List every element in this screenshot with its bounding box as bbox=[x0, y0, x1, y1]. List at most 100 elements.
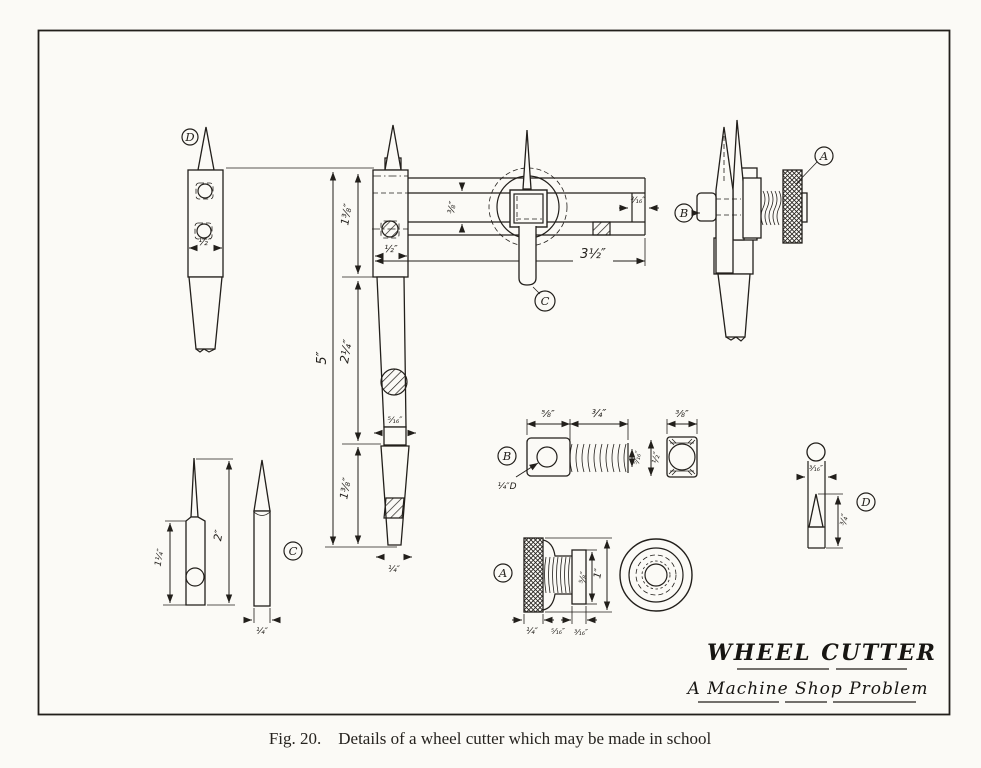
part-label-a: A bbox=[819, 149, 828, 163]
dim-overall-length: 5″ bbox=[315, 351, 330, 364]
dim-slot-height: ⅜″ bbox=[446, 200, 459, 215]
slide-block bbox=[509, 189, 548, 228]
shank-lower-taper bbox=[380, 445, 410, 546]
flange bbox=[571, 549, 587, 605]
thread-lines bbox=[544, 556, 571, 594]
hidden-square-hole bbox=[195, 182, 214, 200]
thread-lines bbox=[760, 190, 782, 226]
dim-thread-dia: ⁵⁄₁₆″ bbox=[632, 450, 643, 465]
dim-pin-width: ³⁄₁₆″ bbox=[809, 464, 823, 473]
point-shank bbox=[253, 510, 271, 607]
screw-end-circle bbox=[668, 443, 696, 471]
view-screw-detail: B ¼″D ⁵⁄₁₆″ ½″ ⅝″ ¾″ ⅜″ bbox=[497, 407, 698, 492]
figure-caption: Fig. 20. Details of a wheel cutter which… bbox=[269, 729, 712, 748]
dim-point-length: ¾″ bbox=[839, 512, 851, 526]
wheel-rim bbox=[628, 547, 684, 603]
dim-bar-end: ³⁄₁₆″ bbox=[631, 196, 647, 206]
part-balloon bbox=[283, 541, 303, 561]
end-cap bbox=[801, 192, 808, 223]
neck-bottom-profile bbox=[542, 593, 572, 611]
shank-neck bbox=[383, 426, 407, 446]
view-point-c-detail: 1¼″ 2″ ¼″ C bbox=[154, 457, 303, 637]
leader-line bbox=[515, 462, 539, 478]
screw-head bbox=[526, 437, 571, 477]
drawing-border bbox=[37, 29, 951, 716]
thread-lines bbox=[569, 443, 627, 473]
clamp-screw-head bbox=[696, 192, 717, 222]
rear-blade bbox=[732, 119, 745, 241]
part-balloon bbox=[814, 146, 834, 166]
dim-thread-length: ¾″ bbox=[592, 407, 608, 420]
hole bbox=[196, 223, 212, 239]
dim-leg-width: ½″ bbox=[384, 243, 398, 255]
part-label-d: D bbox=[860, 495, 870, 509]
part-label-c: C bbox=[289, 544, 298, 558]
dim-end-width: ⅜″ bbox=[675, 409, 689, 420]
block-phantom-circle bbox=[488, 167, 568, 247]
dim-knurl-dia: 1″ bbox=[592, 567, 605, 579]
center-point-tip bbox=[197, 126, 215, 171]
dim-body-length: 1¼″ bbox=[154, 547, 167, 567]
hidden-square-hole bbox=[194, 222, 213, 240]
dim-flange-dia: ⅝″ bbox=[578, 570, 590, 584]
view-center-block: C bbox=[488, 129, 568, 312]
break-line bbox=[725, 336, 746, 342]
pin-head bbox=[806, 442, 826, 462]
cone-base-arc bbox=[253, 511, 271, 516]
view-leg-side-with-bar: ½″ ⁵⁄₁₆″ ¼″ ³⁄₁₆″ ⅜″ 3½″ bbox=[372, 124, 659, 575]
neck-top-profile bbox=[542, 539, 572, 557]
dim-tip-width: ¼″ bbox=[388, 565, 401, 575]
part-label-b: B bbox=[502, 449, 511, 463]
dim-upper-section: 1⅜″ bbox=[338, 202, 355, 227]
dim-lower-section: 1⅜″ bbox=[337, 476, 354, 501]
dim-leg-width: ½″ bbox=[198, 236, 212, 248]
hole bbox=[185, 567, 205, 587]
flange-nut bbox=[742, 177, 762, 239]
wheel-bore bbox=[644, 563, 668, 587]
leg-shank bbox=[717, 273, 751, 338]
view-leg-front: ½″ D bbox=[181, 126, 374, 353]
part-balloon bbox=[856, 492, 876, 512]
needle bbox=[190, 457, 199, 518]
title-block: WHEEL CUTTER A Machine Shop Problem bbox=[686, 640, 935, 703]
dim-head-dia: ½″ bbox=[651, 450, 663, 464]
dim-bar-length: 3½″ bbox=[580, 247, 606, 262]
part-balloon bbox=[534, 290, 556, 312]
break-line bbox=[195, 348, 216, 353]
scriber-needle bbox=[522, 129, 532, 190]
knurl-disc bbox=[523, 537, 544, 613]
part-label-d: D bbox=[184, 130, 194, 144]
dim-width: ¼″ bbox=[256, 627, 269, 637]
dim-head-length: ⅝″ bbox=[541, 409, 555, 420]
part-label-a: A bbox=[498, 566, 507, 580]
leg-body bbox=[187, 169, 224, 278]
point-cone bbox=[253, 459, 271, 512]
section-band bbox=[383, 497, 405, 519]
leg-shank bbox=[188, 276, 223, 350]
part-balloon bbox=[674, 203, 694, 223]
corner-hatch bbox=[668, 438, 696, 476]
part-balloon bbox=[493, 563, 513, 583]
section-circle bbox=[380, 368, 408, 396]
hole bbox=[197, 183, 213, 199]
dim-taper-section: 2¼″ bbox=[337, 338, 355, 364]
screw-hole bbox=[536, 446, 558, 468]
slide-block-inner bbox=[513, 193, 544, 224]
center-point-tip bbox=[384, 124, 402, 171]
part-balloon bbox=[181, 128, 199, 146]
part-label-c: C bbox=[541, 294, 550, 308]
block-stem bbox=[518, 226, 537, 286]
drawing-subtitle: A Machine Shop Problem bbox=[686, 679, 929, 699]
wheel-thread-circle bbox=[641, 560, 671, 590]
dimension-stack: 5″ 1⅜″ 2¼″ 1⅜″ bbox=[315, 172, 397, 548]
wheel-pitch-circle bbox=[635, 554, 677, 596]
dim-hole-dia: ¼″D bbox=[497, 482, 516, 492]
dim-knurl-width: ¼″ bbox=[526, 627, 539, 637]
section-block bbox=[592, 221, 611, 236]
wheel-outer bbox=[619, 538, 693, 612]
view-assembly-side: A B bbox=[674, 119, 834, 342]
view-pin-d-detail: ³⁄₁₆″ ¾″ D bbox=[796, 442, 876, 549]
pin-point bbox=[808, 493, 824, 528]
